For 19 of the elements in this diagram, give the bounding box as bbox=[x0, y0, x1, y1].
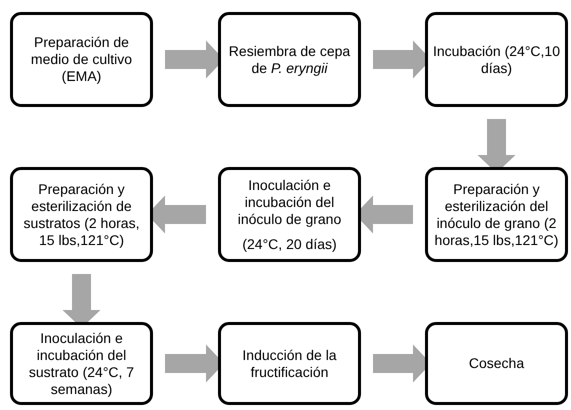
step-text: Cosecha bbox=[468, 355, 524, 372]
step-text: Preparación y esterilización de sustratos (2 horas, 15 lbs,121°C) bbox=[22, 180, 140, 248]
step-text: Resiembra de cepa de P. eryngii bbox=[228, 42, 352, 76]
step-text: Preparación y esterilización del inóculo de grano (2 horas,15 lbs,121°C) bbox=[434, 180, 560, 248]
process-box bbox=[218, 12, 361, 107]
process-box bbox=[425, 12, 568, 107]
step-text: (24°C, 20 días) bbox=[242, 236, 337, 252]
process-box bbox=[10, 167, 153, 262]
process-box bbox=[10, 322, 153, 405]
step-text: Inoculación e incubación del sustrato (24°C, 7 semanas) bbox=[28, 330, 136, 398]
process-box bbox=[218, 167, 361, 262]
process-box bbox=[425, 322, 568, 405]
step-text: Inoculación e incubación del inóculo de grano bbox=[236, 176, 342, 228]
process-box bbox=[218, 322, 361, 405]
process-box bbox=[10, 12, 153, 107]
step-text: Inducción de la fructificación bbox=[241, 346, 338, 380]
step-text: Incubación (24°C,10 días) bbox=[432, 42, 561, 76]
process-box bbox=[425, 167, 568, 262]
step-text: Preparación de medio de cultivo (EMA) bbox=[30, 34, 134, 85]
